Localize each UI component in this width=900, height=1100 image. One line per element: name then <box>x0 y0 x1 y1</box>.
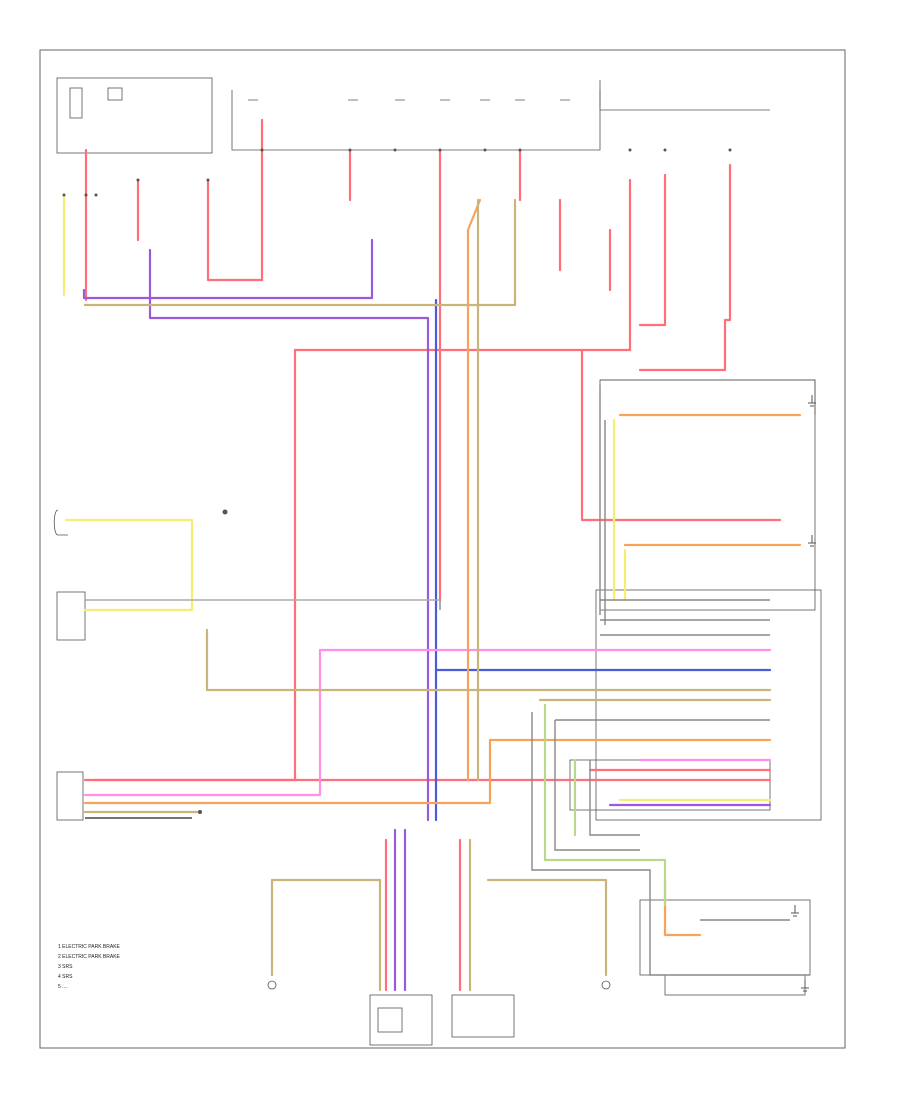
wire-yellow-group <box>62 193 772 802</box>
wire-bottom-bundle <box>384 838 472 992</box>
wire-blue-group <box>434 298 772 822</box>
legend-item-2: 2 ELECTRIC PARK BRAKE <box>58 954 121 960</box>
left-motor-connector <box>56 771 84 821</box>
wire-purple-group <box>82 238 772 992</box>
legend: 1 ELECTRIC PARK BRAKE 2 ELECTRIC PARK BR… <box>58 944 121 990</box>
wire-green-group <box>543 703 667 907</box>
ground-symbols <box>791 395 816 992</box>
legend-item-4: 4 SRS <box>58 974 73 980</box>
legend-item-1: 1 ELECTRIC PARK BRAKE <box>58 944 121 950</box>
bottom-right-sensor <box>601 980 611 990</box>
left-module <box>56 591 86 641</box>
diagram-frame <box>39 49 846 1049</box>
left-sensor-connector <box>53 509 68 536</box>
connector-dots <box>62 148 732 814</box>
legend-item-3: 3 SRS <box>58 964 73 970</box>
wire-olive-group <box>83 198 772 992</box>
wire-pink-group <box>83 648 772 797</box>
right-caliper-motor <box>451 994 515 1038</box>
bottom-left-sensor <box>267 980 277 990</box>
wire-red-group <box>83 118 782 992</box>
right-module-block-b <box>595 589 822 821</box>
legend-item-5: 5 .... <box>58 984 68 990</box>
wire-gray-group <box>85 385 810 976</box>
left-caliper-motor <box>369 994 433 1046</box>
fuse-box-top <box>56 77 770 154</box>
